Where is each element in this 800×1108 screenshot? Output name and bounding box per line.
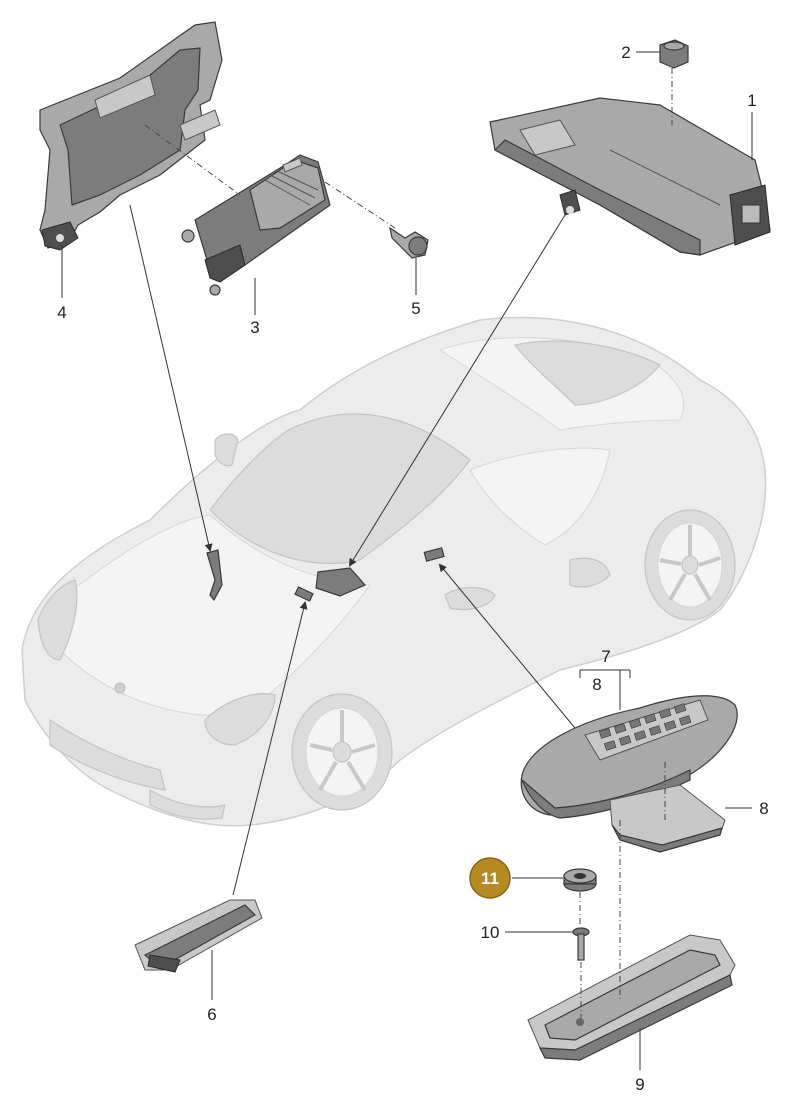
callout-10: 10	[481, 923, 500, 942]
remote-location-marker	[423, 547, 445, 562]
location-arrows	[129, 204, 576, 896]
callout-5: 5	[411, 299, 420, 318]
holder-tray-part	[527, 934, 736, 1061]
callout-4: 4	[57, 303, 66, 322]
rear-wheel	[644, 509, 736, 621]
small-screw-part	[572, 927, 590, 961]
assembly-lines	[144, 68, 673, 1018]
grommet-part	[563, 868, 597, 892]
callout-9: 9	[635, 1075, 644, 1094]
front-wheel	[291, 693, 393, 811]
callout-7: 7	[601, 647, 610, 666]
screw-part	[389, 226, 429, 259]
callout-labels: 1 2 3 4 5 6 7 8 8 9 10	[57, 43, 768, 1094]
amplifier-module-part	[181, 154, 331, 296]
module-location-marker	[294, 586, 314, 602]
amplifier-location-marker	[315, 567, 366, 597]
receiver-module-part	[134, 899, 263, 973]
callout-8-side: 8	[759, 799, 768, 818]
callout-8-top: 8	[592, 675, 601, 694]
car-illustration	[21, 316, 767, 827]
callout-11-badge	[469, 857, 511, 899]
callout-2: 2	[621, 43, 630, 62]
highlighted-callout-11[interactable]: 11	[469, 857, 511, 899]
cover-plate-part	[609, 784, 726, 853]
main-amplifier-part	[489, 97, 771, 256]
callout-11: 11	[481, 869, 499, 888]
nut-part	[659, 39, 689, 69]
callout-leaders	[61, 51, 753, 1070]
callout-3: 3	[250, 318, 259, 337]
callout-1: 1	[747, 91, 756, 110]
callout-6: 6	[207, 1005, 216, 1024]
bracket-part	[39, 21, 223, 251]
bracket-location-marker	[206, 549, 223, 602]
